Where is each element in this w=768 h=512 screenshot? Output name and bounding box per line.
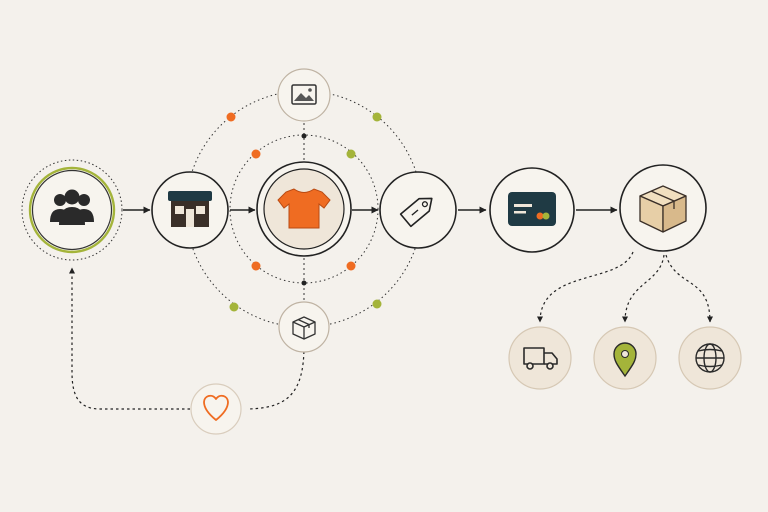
globe-icon	[695, 343, 725, 373]
orbit-dots	[226, 112, 382, 312]
node-payment[interactable]	[489, 167, 575, 253]
orbit-dot-orange	[346, 261, 356, 271]
node-inventory[interactable]	[278, 301, 330, 353]
orbit-dot-olive	[346, 149, 356, 159]
orbit-dot-olive	[372, 112, 382, 122]
image-icon	[291, 84, 317, 105]
node-shipping[interactable]	[508, 326, 572, 390]
orbit-dot-orange	[226, 112, 236, 122]
node-customers[interactable]	[21, 159, 123, 261]
loop-heart-to-customers	[69, 267, 190, 410]
node-media[interactable]	[277, 68, 331, 122]
orbit-dot-olive	[372, 299, 382, 309]
store-icon	[168, 191, 212, 227]
map-pin-icon	[613, 342, 637, 378]
feedback-loop	[69, 267, 305, 410]
small-box-icon	[292, 316, 316, 340]
orbit-dot-orange	[251, 261, 261, 271]
tshirt-icon	[277, 188, 331, 229]
node-location[interactable]	[593, 326, 657, 390]
node-product[interactable]	[256, 161, 352, 257]
branch-to-pin	[622, 254, 665, 323]
orbit-dot-small	[301, 280, 307, 286]
orbit-dot-olive	[229, 302, 239, 312]
delivery-truck-icon	[523, 347, 558, 370]
node-fulfillment[interactable]	[619, 164, 707, 252]
orbit-dot-orange	[251, 149, 261, 159]
node-loyalty[interactable]	[190, 383, 242, 435]
loop-inventory-to-heart	[247, 345, 305, 410]
fulfillment-branches	[537, 251, 713, 323]
branch-to-globe	[665, 254, 713, 323]
branch-to-truck	[537, 251, 634, 323]
credit-card-icon	[508, 192, 556, 226]
price-tag-icon	[399, 197, 433, 228]
node-global[interactable]	[678, 326, 742, 390]
node-storefront[interactable]	[151, 171, 229, 249]
node-pricing[interactable]	[379, 171, 457, 249]
package-box-icon	[639, 185, 687, 233]
people-icon	[50, 189, 94, 225]
orbit-dot-small	[301, 133, 307, 139]
heart-icon	[203, 394, 229, 421]
